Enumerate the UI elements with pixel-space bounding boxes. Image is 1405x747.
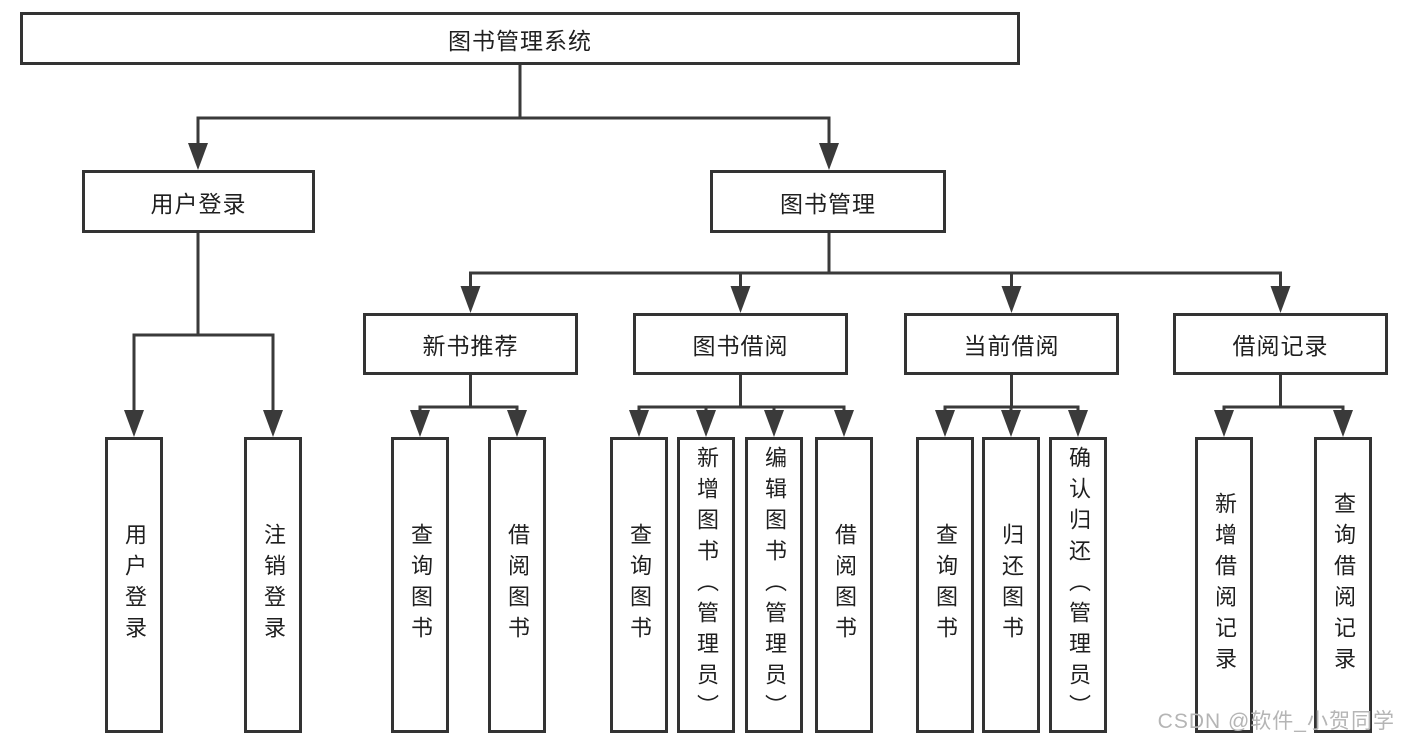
node-label: 查询图书 — [933, 523, 958, 647]
connector-bookmgmt-to-level3 — [469, 233, 1282, 290]
connector-login-to-leaves — [132, 233, 275, 412]
node-root-system: 图书管理系统 — [20, 12, 1020, 65]
node-leaf-return-books: 归还图书 — [982, 437, 1040, 733]
node-label: 用户登录 — [150, 190, 247, 217]
connector-currentborrow-to-leaves — [943, 375, 1080, 414]
node-label: 归还图书 — [999, 523, 1024, 647]
node-current-borrow: 当前借阅 — [904, 313, 1119, 375]
node-label: 新书推荐 — [422, 333, 519, 359]
node-leaf-borrow-books-2: 借阅图书 — [815, 437, 873, 733]
node-leaf-edit-books-admin: 编辑图书（管理员） — [745, 437, 803, 733]
node-new-book-recommend: 新书推荐 — [363, 313, 578, 375]
node-leaf-confirm-return-admin: 确认归还（管理员） — [1049, 437, 1107, 733]
node-leaf-borrow-books-1: 借阅图书 — [488, 437, 546, 733]
node-book-management: 图书管理 — [710, 170, 946, 233]
node-leaf-query-borrow-record: 查询借阅记录 — [1314, 437, 1372, 733]
connector-newbookrec-to-leaves — [418, 375, 519, 414]
node-label: 借阅图书 — [505, 523, 530, 647]
node-label: 借阅图书 — [832, 523, 857, 647]
watermark: CSDN @软件_小贺同学 — [1157, 710, 1395, 733]
node-label: 查询图书 — [627, 523, 652, 647]
arrowheads — [124, 143, 1353, 437]
node-leaf-add-books-admin: 新增图书（管理员） — [677, 437, 735, 733]
node-label: 查询图书 — [408, 523, 433, 647]
node-leaf-logout: 注销登录 — [244, 437, 302, 733]
connector-root-to-level2 — [196, 65, 831, 147]
node-label: 查询借阅记录 — [1331, 492, 1356, 678]
node-label: 图书管理 — [780, 190, 876, 217]
node-login-group: 用户登录 — [82, 170, 315, 233]
node-label: 用户登录 — [122, 523, 147, 647]
node-leaf-user-login: 用户登录 — [105, 437, 163, 733]
node-leaf-query-books-3: 查询图书 — [916, 437, 974, 733]
connector-bookborrow-to-leaves — [637, 375, 846, 414]
node-leaf-add-borrow-record: 新增借阅记录 — [1195, 437, 1253, 733]
node-book-borrow: 图书借阅 — [633, 313, 848, 375]
node-label: 当前借阅 — [963, 333, 1060, 359]
node-label: 确认归还（管理员） — [1066, 445, 1091, 725]
node-label: 新增图书（管理员） — [694, 445, 719, 725]
node-borrow-records: 借阅记录 — [1173, 313, 1388, 375]
connector-borrowrecords-to-leaves — [1222, 375, 1345, 414]
node-leaf-query-books-1: 查询图书 — [391, 437, 449, 733]
node-label: 图书借阅 — [692, 333, 789, 359]
node-label: 图书管理系统 — [448, 27, 592, 54]
node-label: 新增借阅记录 — [1212, 492, 1237, 678]
node-label: 借阅记录 — [1232, 333, 1329, 359]
node-label: 注销登录 — [261, 523, 286, 647]
node-leaf-query-books-2: 查询图书 — [610, 437, 668, 733]
node-label: 编辑图书（管理员） — [762, 445, 787, 725]
